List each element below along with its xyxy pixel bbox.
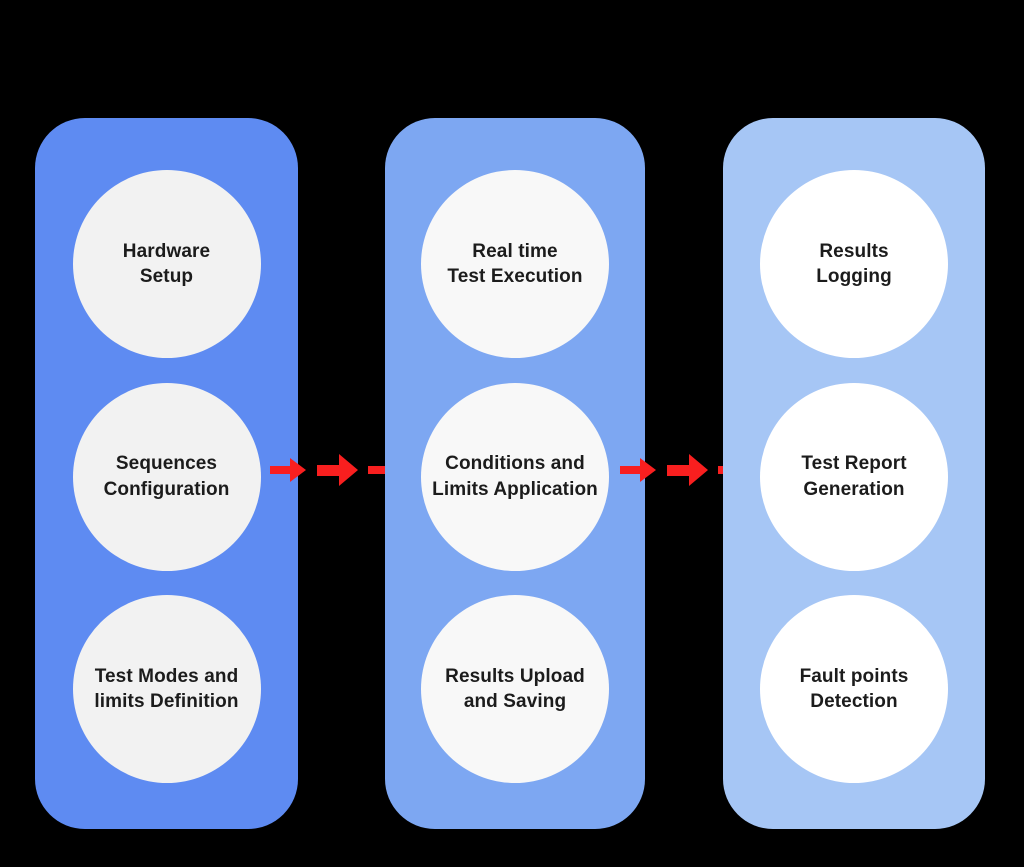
step-label: Sequences Configuration [103,453,230,500]
step-circle-hardware-setup: Hardware Setup [72,170,261,358]
step-circle-conditions-limits-application: Conditions and Limits Application [421,382,609,571]
step-label: Hardware Setup [122,240,211,287]
step-label: Test Modes and limits Definition [94,665,239,712]
step-circle-fault-points-detection: Fault points Detection [760,595,948,783]
step-label: Results Upload and Saving [445,665,585,712]
step-circle-real-time-test-execution: Real time Test Execution [421,170,609,358]
arrow-right-icon [620,458,656,482]
column-setup-phase: Hardware Setup Sequences Configuration T… [35,118,298,829]
step-label: Test Report Generation [801,453,907,500]
column-execution-phase: Real time Test Execution Conditions and … [385,118,645,829]
step-circle-sequences-configuration: Sequences Configuration [72,382,261,571]
step-circle-results-upload-saving: Results Upload and Saving [421,595,609,783]
column-results-phase: Results Logging Test Report Generation F… [723,118,985,829]
step-circle-test-modes-limits: Test Modes and limits Definition [72,595,261,783]
arrow-right-icon [316,454,358,486]
flow-arrows-1 [270,454,404,486]
step-circle-test-report-generation: Test Report Generation [760,382,948,571]
step-circle-results-logging: Results Logging [760,170,948,358]
arrow-right-icon [666,454,708,486]
step-label: Real time Test Execution [447,240,583,287]
step-label: Conditions and Limits Application [432,453,598,500]
step-label: Fault points Detection [799,665,909,712]
arrow-right-icon [270,458,306,482]
step-label: Results Logging [816,240,892,287]
